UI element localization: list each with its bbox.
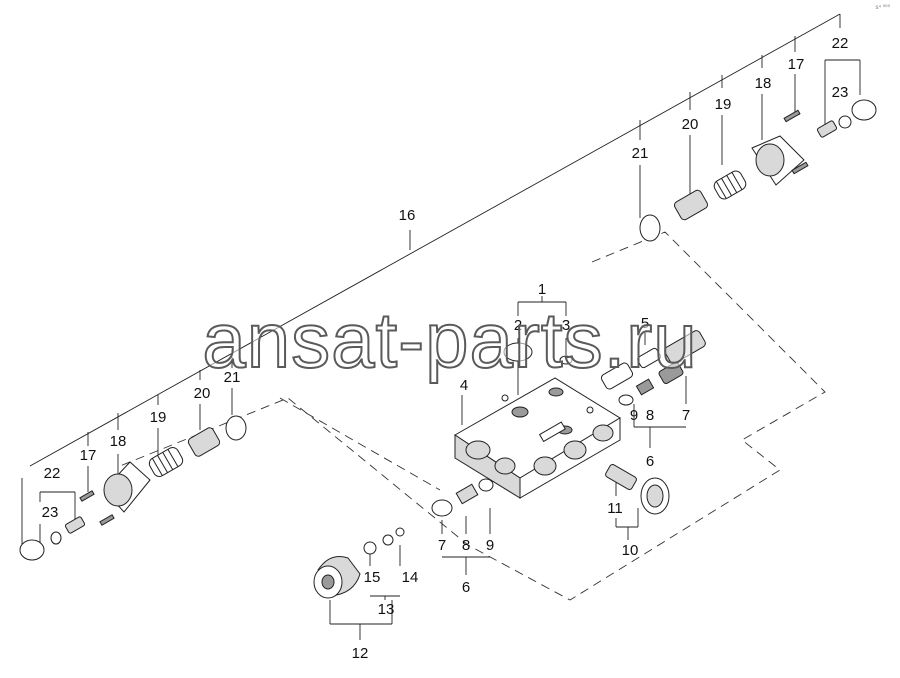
callout-19-lower: 19: [150, 409, 167, 426]
callout-9-right: 9: [630, 407, 638, 424]
callout-1: 1: [538, 281, 546, 298]
leaders-left-assembly: [39, 350, 233, 545]
callout-2: 2: [514, 317, 522, 334]
callout-labels: 1 2 3 4 5 6 6 7 7 8 8 9 9 10 11 12 13 14…: [42, 35, 849, 662]
callout-22-upper: 22: [832, 35, 849, 52]
callout-4: 4: [460, 377, 468, 394]
callout-5: 5: [641, 315, 649, 332]
callout-15: 15: [364, 569, 381, 586]
callout-14: 14: [402, 569, 419, 586]
callout-22-lower: 22: [44, 465, 61, 482]
callout-6-right: 6: [646, 453, 654, 470]
callout-18-upper: 18: [755, 75, 772, 92]
callout-10: 10: [622, 542, 639, 559]
callout-9-lower: 9: [486, 537, 494, 554]
callout-20-lower: 20: [194, 385, 211, 402]
callout-6-lower: 6: [462, 579, 470, 596]
callout-7-lower: 7: [438, 537, 446, 554]
leaders-right-assembly: [639, 36, 861, 218]
callout-11: 11: [607, 500, 623, 517]
o-ring-part-2-3: [503, 342, 573, 365]
callout-23-lower: 23: [42, 504, 59, 521]
callout-21-lower: 21: [224, 369, 241, 386]
callout-17-upper: 17: [788, 56, 805, 73]
callout-20-upper: 20: [682, 116, 699, 133]
callout-23-upper: 23: [832, 84, 849, 101]
callout-21-upper: 21: [632, 145, 649, 162]
relief-valve-part-5: [600, 330, 706, 406]
callout-16: 16: [399, 207, 416, 224]
left-spring-assembly: [19, 415, 247, 561]
callout-13: 13: [378, 601, 395, 618]
callout-17-lower: 17: [80, 447, 97, 464]
check-valve-parts-7-8-9: [431, 478, 494, 517]
right-spring-assembly: [639, 99, 877, 242]
callout-7-right: 7: [682, 407, 690, 424]
callout-8-lower: 8: [462, 537, 470, 554]
callout-8-right: 8: [646, 407, 654, 424]
plug-part-10-11: [605, 464, 670, 515]
callout-12: 12: [352, 645, 369, 662]
callout-19-upper: 19: [715, 96, 732, 113]
dashed-assembly-lines: [119, 231, 826, 601]
corner-mark-text: s⁴ ⁰⁰⁰: [875, 5, 890, 11]
leader-group-16: [21, 13, 841, 545]
cap-part-12-15: [313, 527, 405, 599]
callout-3: 3: [562, 317, 570, 334]
callout-18-lower: 18: [110, 433, 127, 450]
valve-body-part-4: [454, 377, 621, 499]
